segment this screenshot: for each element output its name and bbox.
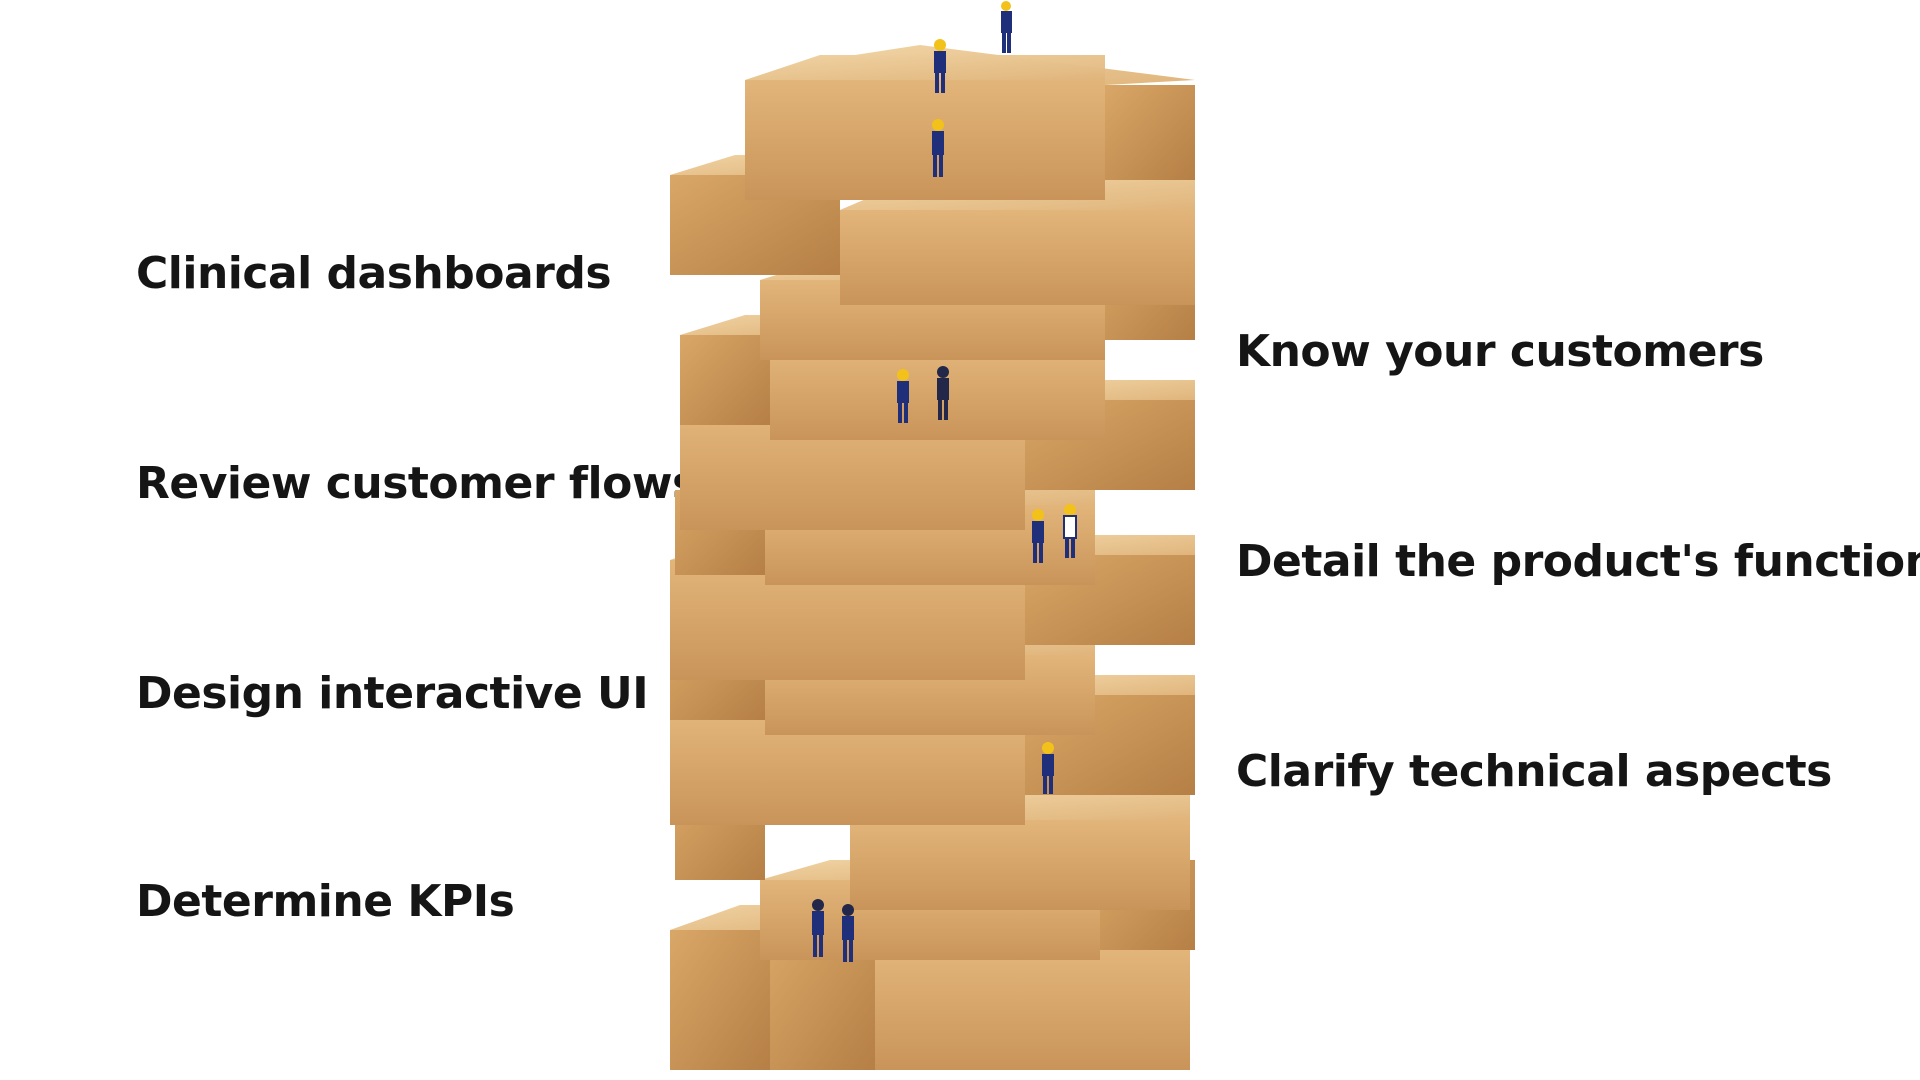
jenga-tower-illustration [670,1,1195,1070]
label-clarify-technical-aspects: Clarify technical aspects [1236,746,1832,797]
label-know-your-customers: Know your customers [1236,326,1764,377]
label-design-interactive-ui: Design interactive UI [136,668,649,719]
label-detail-product-functions: Detail the product's functions [1236,536,1920,587]
label-clinical-dashboards: Clinical dashboards [136,248,612,299]
miniature-worker-figures [812,1,1077,962]
block-layer-12 [745,45,1195,200]
label-review-customer-flows: Review customer flows [136,458,698,509]
label-determine-kpis: Determine KPIs [136,876,515,927]
